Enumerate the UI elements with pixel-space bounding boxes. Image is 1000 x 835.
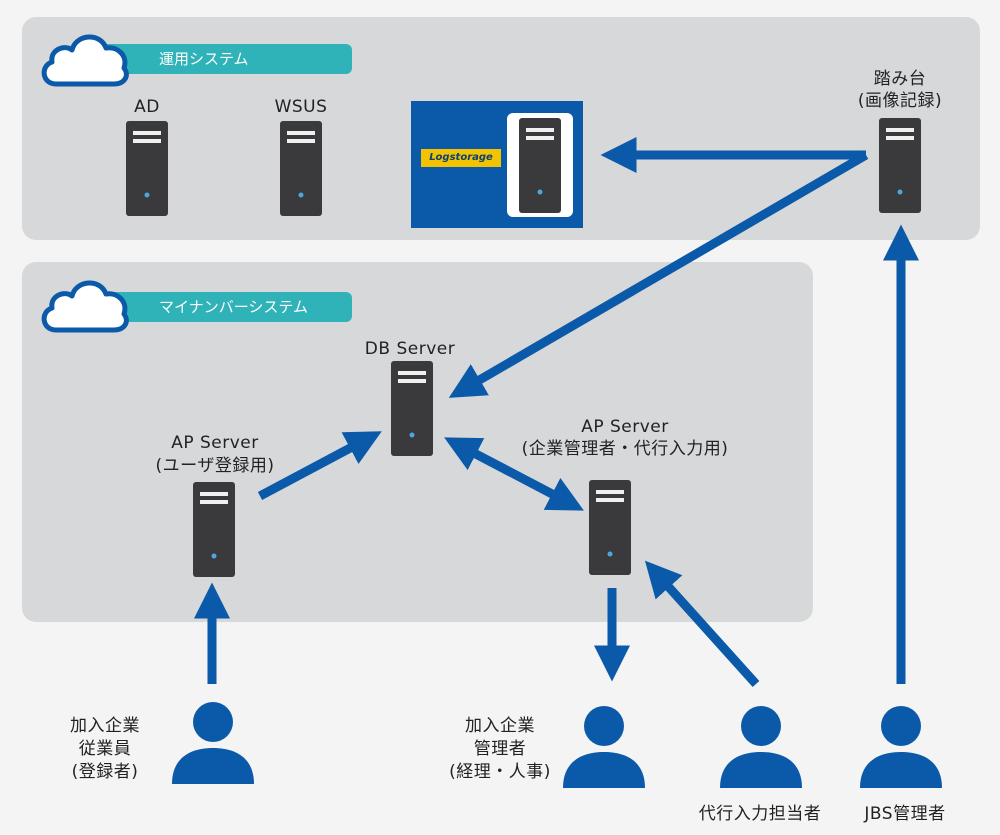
ap-user-server-icon	[193, 482, 235, 577]
arrow-proxy-to-apadmin	[644, 560, 760, 688]
jump-server-icon	[879, 118, 921, 213]
db-server-label: DB Server	[364, 339, 456, 359]
mynumber-system-tag: マイナンバーシステム	[84, 292, 352, 322]
employee-label-2: 従業員	[78, 739, 132, 759]
ad-label: AD	[134, 97, 160, 117]
ops-system-label: 運用システム	[159, 50, 249, 68]
jump-server-label-1: 踏み台	[873, 69, 927, 89]
ap-admin-server-icon	[589, 480, 631, 575]
jump-server-label-2: (画像記録)	[857, 91, 943, 111]
proxy-label: 代行入力担当者	[698, 804, 822, 824]
wsus-server-icon	[280, 121, 322, 216]
ad-server-icon	[126, 121, 168, 216]
jbs-admin-person-icon	[860, 706, 942, 788]
cloud-icon	[41, 280, 129, 333]
ap-user-label-2: (ユーザ登録用)	[155, 456, 275, 476]
company-admin-person-icon	[563, 706, 645, 788]
proxy-person-icon	[720, 706, 802, 788]
ap-user-label-1: AP Server	[171, 433, 259, 453]
ap-admin-label-1: AP Server	[581, 417, 669, 437]
employee-person-icon	[172, 702, 254, 784]
company-admin-label-3: (経理・人事)	[449, 762, 551, 782]
company-admin-label-1: 加入企業	[465, 716, 535, 736]
logstorage-server-icon	[519, 118, 561, 213]
ops-system-tag: 運用システム	[84, 44, 352, 74]
logstorage-logo: Logstorage	[421, 149, 501, 167]
cloud-icon	[41, 34, 129, 87]
wsus-label: WSUS	[274, 97, 328, 117]
employee-label-1: 加入企業	[70, 716, 140, 736]
jbs-admin-label: JBS管理者	[864, 804, 946, 824]
company-admin-label-2: 管理者	[473, 739, 527, 759]
logstorage-box: Logstorage	[411, 101, 583, 228]
mynumber-system-label: マイナンバーシステム	[159, 298, 308, 316]
employee-label-3: (登録者)	[71, 762, 139, 782]
db-server-icon	[391, 361, 433, 456]
logstorage-server-frame	[507, 113, 573, 217]
arrow-db-apadmin	[444, 437, 584, 511]
arrow-jump-to-db	[448, 151, 869, 398]
arrow-apuser-to-db	[257, 431, 382, 500]
